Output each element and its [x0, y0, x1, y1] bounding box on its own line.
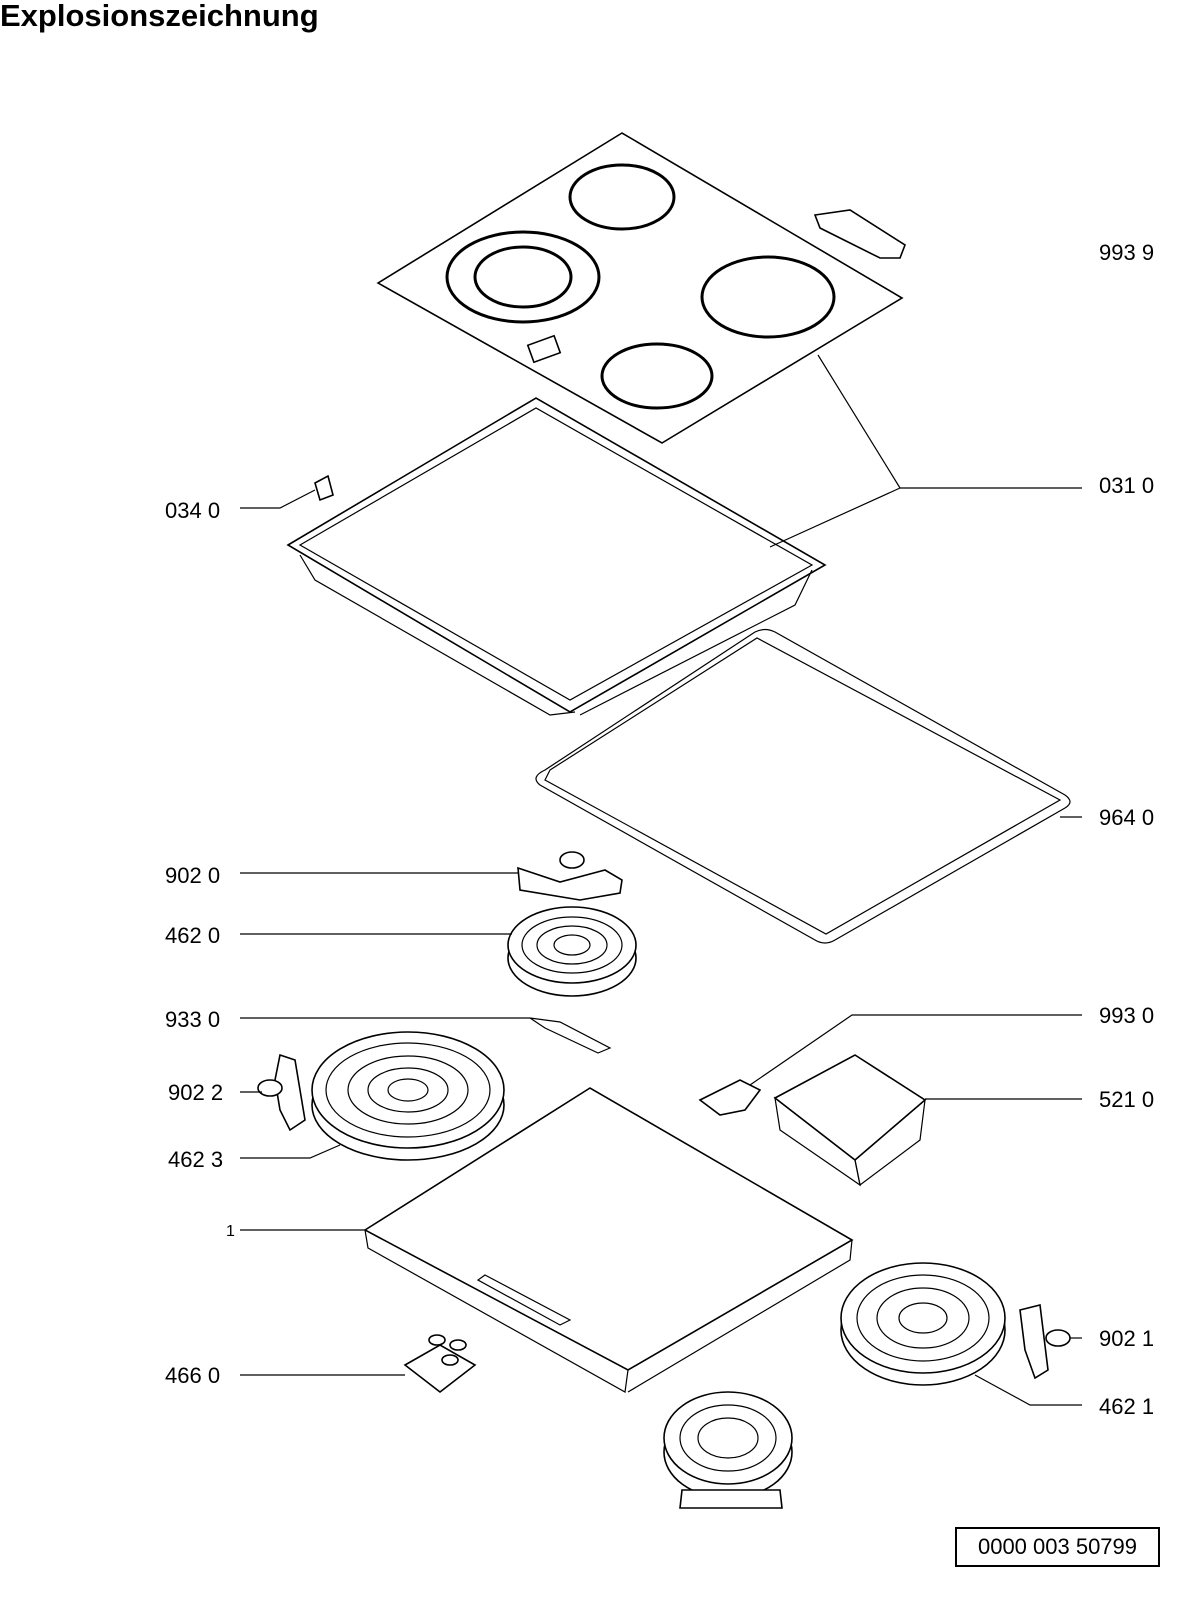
part-933-0-sensor	[529, 1017, 612, 1054]
frame	[286, 397, 827, 716]
label-462-3: 462 3	[168, 1147, 223, 1172]
terminal-block-466-0	[403, 1334, 477, 1394]
label-1: 1	[226, 1223, 235, 1240]
part-034-0-clip	[314, 474, 334, 502]
part-902-2-bracket	[257, 1053, 306, 1132]
label-964-0: 964 0	[1099, 805, 1154, 830]
heating-element-bottom	[663, 1391, 793, 1509]
label-466-0: 466 0	[165, 1363, 220, 1388]
gasket	[535, 628, 1071, 944]
label-902-1: 902 1	[1099, 1326, 1154, 1351]
label-034-0: 034 0	[165, 498, 220, 523]
label-462-1: 462 1	[1099, 1394, 1154, 1419]
part-902-0-bracket	[517, 851, 623, 901]
part-993-9-bracket	[813, 209, 906, 259]
leader-lines	[240, 354, 1082, 1406]
heating-element-462-3	[311, 1031, 505, 1161]
heating-element-462-0	[507, 906, 637, 997]
label-933-0: 933 0	[165, 1007, 220, 1032]
document-number: 0000 003 50799	[955, 1527, 1160, 1567]
part-902-1-bracket	[1019, 1304, 1071, 1380]
glass-cooktop	[376, 132, 904, 444]
page-title: Explosionszeichnung	[0, 0, 319, 33]
label-031-0: 031 0	[1099, 473, 1154, 498]
label-902-2: 902 2	[168, 1080, 223, 1105]
label-521-0: 521 0	[1099, 1087, 1154, 1112]
label-993-0: 993 0	[1099, 1003, 1154, 1028]
label-462-0: 462 0	[165, 923, 220, 948]
control-module-521-0	[773, 1054, 927, 1187]
bottom-tray	[363, 1087, 854, 1393]
label-902-0: 902 0	[165, 863, 220, 888]
label-993-9: 993 9	[1099, 240, 1154, 265]
heating-element-462-1	[840, 1262, 1006, 1386]
part-993-0-holder	[698, 1079, 762, 1116]
